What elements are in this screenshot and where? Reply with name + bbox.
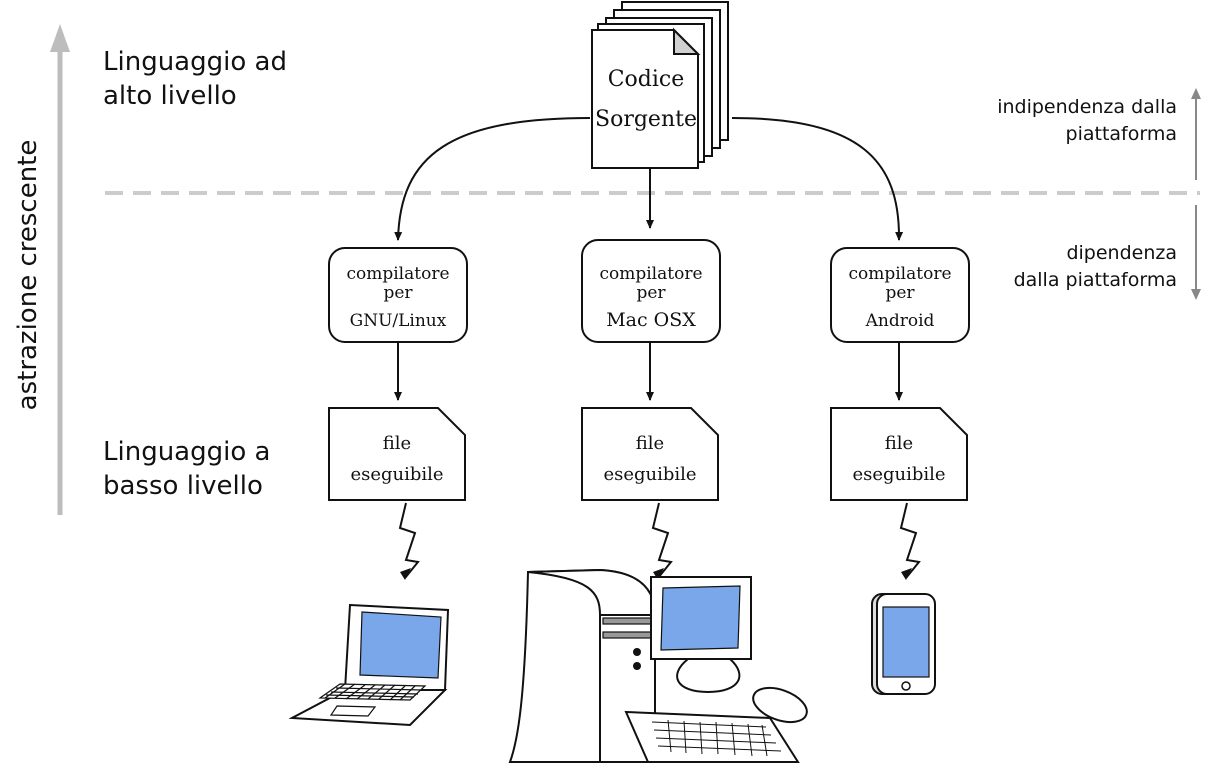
source-label-line1: Codice [608, 67, 685, 92]
low-level-label-line2: basso livello [103, 471, 263, 501]
executable-file-linux [328, 407, 466, 501]
dependence-note-line1: dipendenza [1066, 242, 1177, 264]
arrow-source-to-linux [394, 117, 591, 241]
lightning-bolt-icon [651, 502, 673, 580]
compiler-mac-line2: per [636, 283, 666, 303]
exe-linux-line2: eseguibile [350, 464, 443, 485]
independence-note-line1: indipendenza dalla [997, 96, 1177, 118]
compiler-mac-line3: Mac OSX [606, 309, 696, 331]
exe-mac-line2: eseguibile [603, 464, 696, 485]
executable-file-mac [581, 407, 719, 501]
axis-label: astrazione crescente [13, 140, 43, 411]
low-level-label-line1: Linguaggio a [103, 437, 270, 467]
exe-mac-line1: file [636, 433, 664, 454]
high-level-label-line2: alto livello [103, 81, 237, 111]
dependence-note-line2: dalla piattaforma [1014, 269, 1177, 291]
smartphone-icon [871, 593, 936, 695]
arrow-source-to-android [731, 117, 904, 241]
exe-linux-line1: file [383, 433, 411, 454]
independence-note-line2: piattaforma [1066, 123, 1177, 145]
source-label-line2: Sorgente [595, 107, 697, 132]
exe-android-line1: file [885, 433, 913, 454]
compiler-android-line1: compilatore [848, 264, 951, 284]
compiler-android-line2: per [885, 283, 915, 303]
lightning-bolt-icon [899, 502, 921, 580]
executable-file-android [830, 407, 968, 501]
compiler-linux-line3: GNU/Linux [350, 311, 447, 331]
lightning-bolt-icon [398, 502, 420, 580]
desktop-computer-icon [508, 568, 808, 763]
compiler-linux-line2: per [383, 283, 413, 303]
source-code-document [591, 1, 729, 169]
compiler-android-line3: Android [865, 311, 935, 331]
high-level-label-line1: Linguaggio ad [103, 47, 287, 77]
compiler-linux-line1: compilatore [346, 264, 449, 284]
laptop-icon [288, 603, 450, 727]
exe-android-line2: eseguibile [852, 464, 945, 485]
compiler-mac-line1: compilatore [599, 264, 702, 284]
abstraction-axis [50, 24, 70, 515]
